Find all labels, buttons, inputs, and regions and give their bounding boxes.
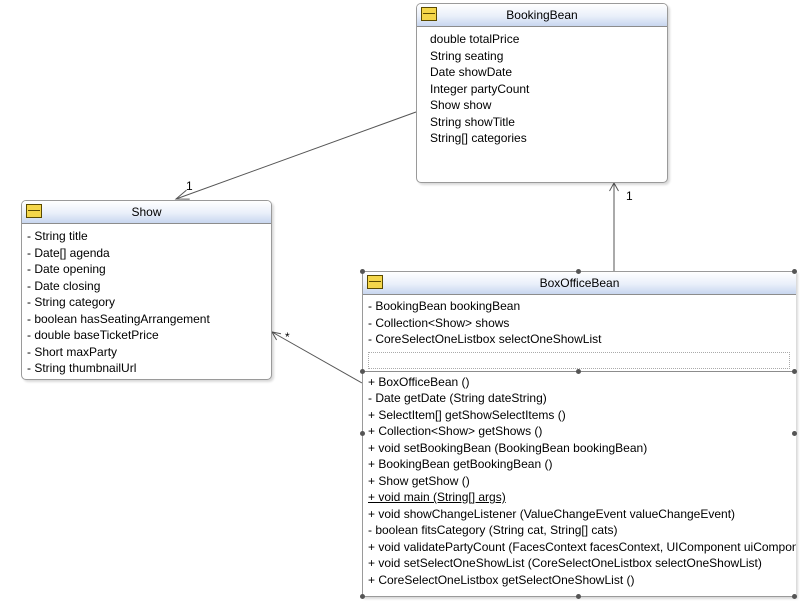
booking-bean-header[interactable]: BookingBean xyxy=(417,4,667,27)
attribute[interactable]: double totalPrice xyxy=(430,32,520,46)
attribute[interactable]: Integer partyCount xyxy=(430,81,530,96)
resize-handle-middle-right[interactable] xyxy=(792,431,797,436)
boxoffice-to-show-multiplicity: * xyxy=(285,330,290,344)
booking-to-show-arrowhead xyxy=(174,189,190,200)
show-attributes: - String title - Date[] agenda - Date op… xyxy=(22,224,271,377)
operation[interactable]: + Show getShow () xyxy=(368,473,470,488)
attribute[interactable]: - String thumbnailUrl xyxy=(27,361,137,375)
box-office-bean-class[interactable]: BoxOfficeBean - BookingBean bookingBean … xyxy=(362,271,796,597)
boxoffice-to-booking-multiplicity: 1 xyxy=(626,189,633,203)
attribute[interactable]: - CoreSelectOneListbox selectOneShowList xyxy=(368,332,602,346)
attribute[interactable]: Show show xyxy=(430,98,492,112)
attribute[interactable]: - String category xyxy=(27,295,116,309)
box-office-bean-attributes: - BookingBean bookingBean - Collection<S… xyxy=(363,295,796,348)
compartment-handle-attributes-right[interactable] xyxy=(792,369,797,374)
attribute[interactable]: - BookingBean bookingBean xyxy=(368,299,521,313)
class-icon xyxy=(421,7,437,21)
attribute[interactable]: String showTitle xyxy=(430,114,515,129)
new-attribute-slot[interactable] xyxy=(368,351,790,369)
resize-handle-middle-left[interactable] xyxy=(360,431,365,436)
booking-to-show-line[interactable] xyxy=(175,111,417,200)
booking-bean-class[interactable]: BookingBean double totalPrice String sea… xyxy=(416,3,668,183)
attribute[interactable]: - double baseTicketPrice xyxy=(27,328,159,342)
boxoffice-to-booking-arrowhead xyxy=(609,181,619,192)
class-icon xyxy=(26,204,42,218)
operation[interactable]: + BoxOfficeBean () xyxy=(368,374,470,389)
box-office-bean-header[interactable]: BoxOfficeBean xyxy=(363,272,796,295)
resize-handle-top-center[interactable] xyxy=(576,269,581,274)
resize-handle-bottom-center[interactable] xyxy=(576,594,581,599)
operation[interactable]: + void showChangeListener (ValueChangeEv… xyxy=(368,506,736,521)
class-name: BoxOfficeBean xyxy=(539,276,620,290)
booking-to-show-multiplicity: 1 xyxy=(186,179,193,193)
operation[interactable]: + Collection<Show> getShows () xyxy=(368,424,543,438)
operation[interactable]: - Date getDate (String dateString) xyxy=(368,391,547,405)
boxoffice-to-show-line[interactable] xyxy=(271,331,363,384)
attribute[interactable]: String[] categories xyxy=(430,131,527,145)
attribute[interactable]: - String title xyxy=(27,229,88,243)
boxoffice-to-show-arrowhead xyxy=(271,331,282,341)
operation[interactable]: + BookingBean getBookingBean () xyxy=(368,457,553,471)
attribute[interactable]: - Date closing xyxy=(27,278,101,293)
operation[interactable]: + CoreSelectOneListbox getSelectOneShowL… xyxy=(368,572,635,587)
show-class[interactable]: Show - String title - Date[] agenda - Da… xyxy=(21,200,272,380)
operation-static-text: + void main (String[] args) xyxy=(368,490,506,504)
attribute[interactable]: - Collection<Show> shows xyxy=(368,315,510,330)
operation[interactable]: - boolean fitsCategory (String cat, Stri… xyxy=(368,523,618,537)
attribute[interactable]: - Date opening xyxy=(27,262,106,276)
operation[interactable]: + void validatePartyCount (FacesContext … xyxy=(368,539,796,554)
operation[interactable]: + void setBookingBean (BookingBean booki… xyxy=(368,440,648,455)
attribute[interactable]: - Date[] agenda xyxy=(27,245,110,260)
compartment-handle-attributes-center[interactable] xyxy=(576,369,581,374)
operation[interactable]: + SelectItem[] getShowSelectItems () xyxy=(368,407,566,422)
resize-handle-top-right[interactable] xyxy=(792,269,797,274)
attribute[interactable]: Date showDate xyxy=(430,65,513,79)
resize-handle-top-left[interactable] xyxy=(360,269,365,274)
resize-handle-bottom-right[interactable] xyxy=(792,594,797,599)
operation[interactable]: + void setSelectOneShowList (CoreSelectO… xyxy=(368,556,762,570)
class-name: Show xyxy=(131,205,162,219)
attribute[interactable]: String seating xyxy=(430,48,504,63)
box-office-bean-operations: + BoxOfficeBean () - Date getDate (Strin… xyxy=(363,372,796,589)
class-icon xyxy=(367,275,383,289)
booking-bean-attributes: double totalPrice String seating Date sh… xyxy=(417,27,667,147)
attribute[interactable]: - Short maxParty xyxy=(27,344,118,359)
operation-static[interactable]: + void main (String[] args) xyxy=(368,489,796,506)
show-header[interactable]: Show xyxy=(22,201,271,224)
class-name: BookingBean xyxy=(506,8,578,22)
compartment-handle-attributes[interactable] xyxy=(360,369,365,374)
attribute[interactable]: - boolean hasSeatingArrangement xyxy=(27,311,210,326)
resize-handle-bottom-left[interactable] xyxy=(360,594,365,599)
